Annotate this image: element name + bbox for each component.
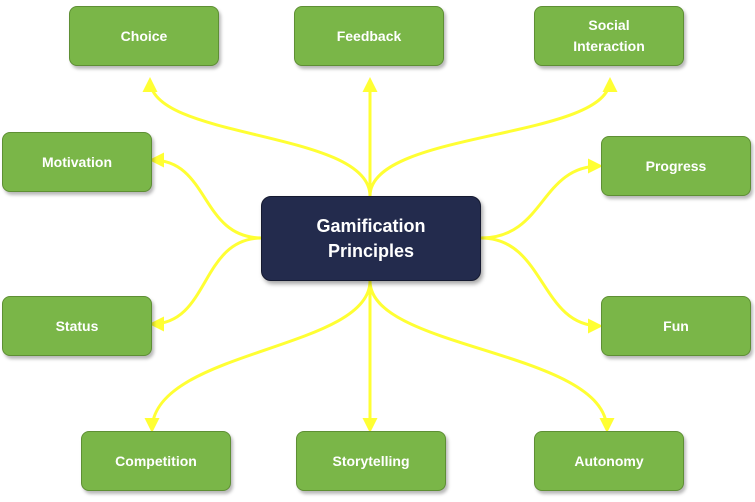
node-status-label: Status [55,317,99,334]
node-motivation[interactable]: Motivation [2,132,152,192]
node-fun[interactable]: Fun [601,296,751,356]
node-feedback[interactable]: Feedback [294,6,444,66]
node-autonomy-label: Autonomy [574,452,644,469]
connector-progress [480,158,603,240]
node-progress-label: Progress [645,157,707,174]
node-choice[interactable]: Choice [69,6,219,66]
central-topic-node[interactable]: Gamification Principles [261,196,481,281]
node-choice-label: Choice [120,27,168,44]
node-motivation-label: Motivation [42,153,112,170]
node-storytelling[interactable]: Storytelling [296,431,446,491]
connector-fun [480,236,603,334]
node-status[interactable]: Status [2,296,152,356]
connector-autonomy [368,280,615,433]
node-social-interaction[interactable]: Social Interaction [534,6,684,66]
connector-motivation [149,152,263,240]
node-fun-label: Fun [663,317,689,334]
node-social-interaction-label: Social Interaction [573,17,645,54]
connector-social-interaction [368,77,618,197]
node-storytelling-label: Storytelling [332,452,410,469]
connector-status [149,236,263,332]
central-topic-label: Gamification Principles [316,215,426,261]
node-autonomy[interactable]: Autonomy [534,431,684,491]
connector-competition [144,280,372,433]
node-competition[interactable]: Competition [81,431,231,491]
node-progress[interactable]: Progress [601,136,751,196]
node-competition-label: Competition [115,452,197,469]
connector-choice [142,77,372,197]
node-feedback-label: Feedback [336,27,402,44]
